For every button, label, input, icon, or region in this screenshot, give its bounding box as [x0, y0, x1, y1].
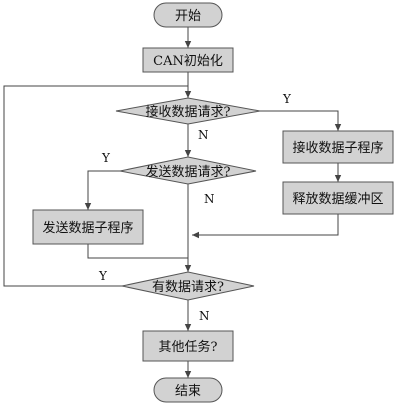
- receive-check-node: 接收数据请求?: [115, 97, 261, 125]
- other-task-label: 其他任务?: [159, 339, 218, 355]
- end-node: 结束: [153, 377, 223, 403]
- init-label: CAN初始化: [153, 54, 223, 69]
- start-node: 开始: [153, 2, 223, 28]
- init-node: CAN初始化: [142, 47, 234, 73]
- other-task-node: 其他任务?: [142, 330, 234, 362]
- send-check-label: 发送数据请求?: [146, 164, 231, 180]
- send-yes-label: Y: [101, 151, 111, 165]
- send-sub-label: 发送数据子程序: [42, 220, 133, 236]
- data-check-node: 有数据请求?: [121, 271, 255, 301]
- connectors: [3, 27, 342, 378]
- release-buffer-node: 释放数据缓冲区: [282, 181, 394, 215]
- release-buffer-label: 释放数据缓冲区: [292, 192, 383, 207]
- data-no-label: N: [199, 309, 210, 323]
- edge-send-sub-join: [87, 244, 188, 259]
- data-check-label: 有数据请求?: [152, 280, 224, 295]
- receive-no-label: N: [198, 128, 209, 142]
- end-label: 结束: [175, 384, 201, 399]
- start-label: 开始: [175, 9, 201, 24]
- receive-yes-label: Y: [282, 92, 292, 106]
- edge-release-join: [192, 214, 339, 239]
- send-no-label: N: [204, 192, 215, 206]
- receive-sub-label: 接收数据子程序: [292, 140, 383, 156]
- send-sub-node: 发送数据子程序: [32, 209, 144, 245]
- receive-sub-node: 接收数据子程序: [282, 130, 394, 164]
- receive-check-label: 接收数据请求?: [146, 104, 231, 120]
- edge-send-yes: [84, 170, 120, 210]
- edge-receive-yes: [260, 110, 342, 131]
- send-check-node: 发送数据请求?: [119, 156, 257, 185]
- data-yes-label: Y: [98, 269, 108, 283]
- edge-data-yes-loop: [3, 85, 188, 287]
